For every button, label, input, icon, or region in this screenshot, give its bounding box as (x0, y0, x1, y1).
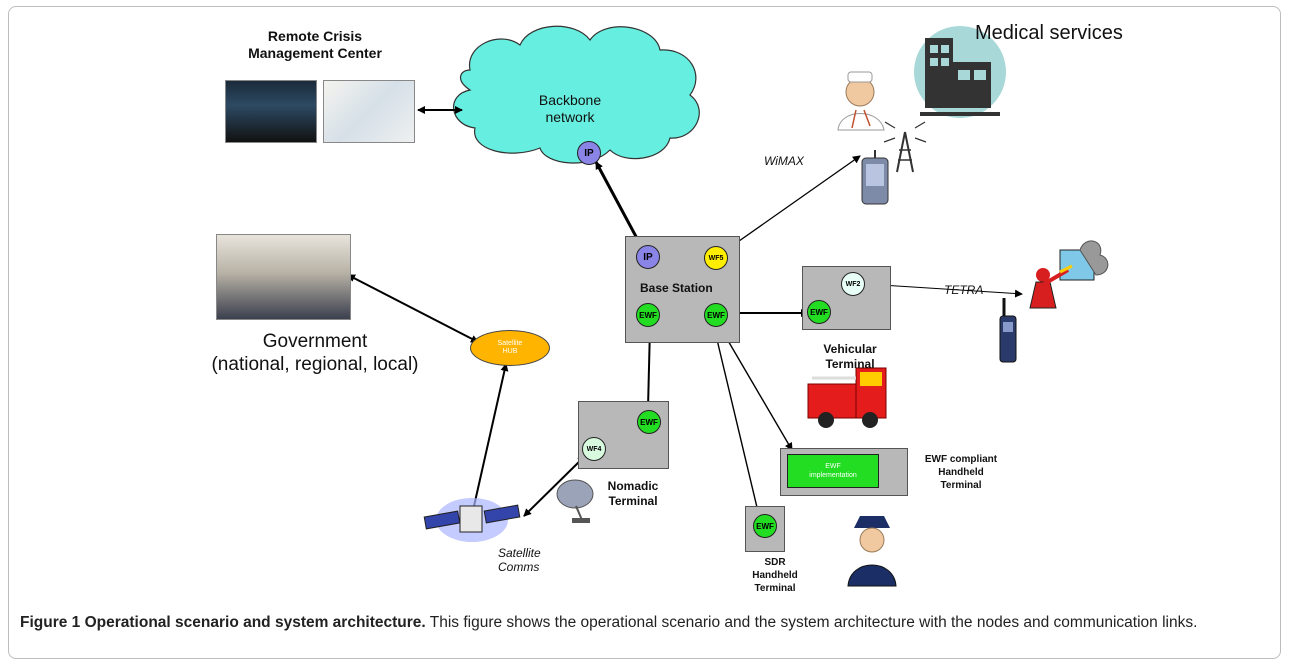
wimax-label: WiMAX (764, 154, 804, 168)
sdr-handheld-label: SDR Handheld Terminal (752, 557, 798, 594)
caption-title: Figure 1 Operational scenario and system… (20, 614, 426, 631)
government-label: Government (national, regional, local) (211, 331, 419, 375)
satellite-dish-icon (556, 479, 594, 523)
ewf-handheld-terminal: EWF implementation (780, 448, 908, 496)
fire-truck-icon (807, 367, 887, 428)
ewf-implementation-label: EWF implementation (809, 463, 857, 479)
map-screenshot-photo (323, 80, 415, 143)
backbone-label: Backbone network (538, 92, 602, 125)
nomadic-label: Nomadic Terminal (607, 479, 659, 508)
link-bs-sdr (711, 326, 763, 521)
vehicular-label: Vehicular Terminal (823, 342, 877, 371)
radio-tower-icon (883, 121, 927, 173)
medical-label: Medical services (975, 22, 1123, 44)
diagram-links (347, 25, 1109, 587)
vehicular-terminal: WF2 EWF (802, 266, 891, 330)
base-station-wf5-node: WF5 (704, 246, 728, 270)
ewf-implementation-box: EWF implementation (787, 454, 879, 488)
nomadic-ewf-node: EWF (637, 410, 661, 434)
pda-icon (861, 150, 889, 205)
link-gov-sathub (347, 274, 479, 343)
link-bs-ewfhandheld (719, 326, 793, 451)
firefighter-icon (1029, 240, 1109, 309)
link-wf2-tetra (865, 280, 1023, 298)
link-bs-medical (721, 155, 861, 254)
base-station-label: Base Station (640, 281, 713, 295)
doctor-icon (837, 71, 885, 131)
link-sathub-sat (469, 363, 509, 516)
walkie-talkie-icon (999, 298, 1017, 363)
hospital-icon (914, 26, 1006, 118)
nomadic-wf4-node: WF4 (582, 437, 606, 461)
figure-frame (8, 6, 1281, 659)
caption-text: This figure shows the operational scenar… (425, 614, 1198, 631)
base-station: IP WF5 Base Station EWF EWF (625, 236, 740, 343)
backbone-ip-node: IP (577, 141, 601, 165)
figure-caption: Figure 1 Operational scenario and system… (20, 612, 1270, 634)
sdr-ewf-node: EWF (753, 514, 777, 538)
satellite-hub: Satellite HUB (470, 330, 550, 366)
base-station-ewf-right: EWF (704, 303, 728, 327)
tetra-label: TETRA (944, 283, 984, 297)
satellite-icon (423, 498, 521, 542)
vehicular-wf2-node: WF2 (841, 272, 865, 296)
satellite-comms-label: Satellite Comms (498, 546, 541, 574)
backbone-cloud (453, 25, 700, 164)
remote-center-label: Remote Crisis Management Center (248, 28, 382, 61)
police-officer-icon (847, 516, 897, 587)
nomadic-terminal: EWF WF4 (578, 401, 669, 469)
link-backbone-bs (594, 161, 642, 245)
sdr-handheld-terminal: EWF (745, 506, 785, 552)
satellite-hub-label: Satellite HUB (497, 340, 523, 355)
vehicular-ewf-node: EWF (807, 300, 831, 324)
government-meeting-photo (216, 234, 351, 320)
control-room-photo (225, 80, 317, 143)
base-station-ip-node: IP (636, 245, 660, 269)
base-station-ewf-left: EWF (636, 303, 660, 327)
link-wf4-sat (523, 455, 586, 517)
ewf-handheld-label: EWF compliant Handheld Terminal (924, 454, 998, 491)
